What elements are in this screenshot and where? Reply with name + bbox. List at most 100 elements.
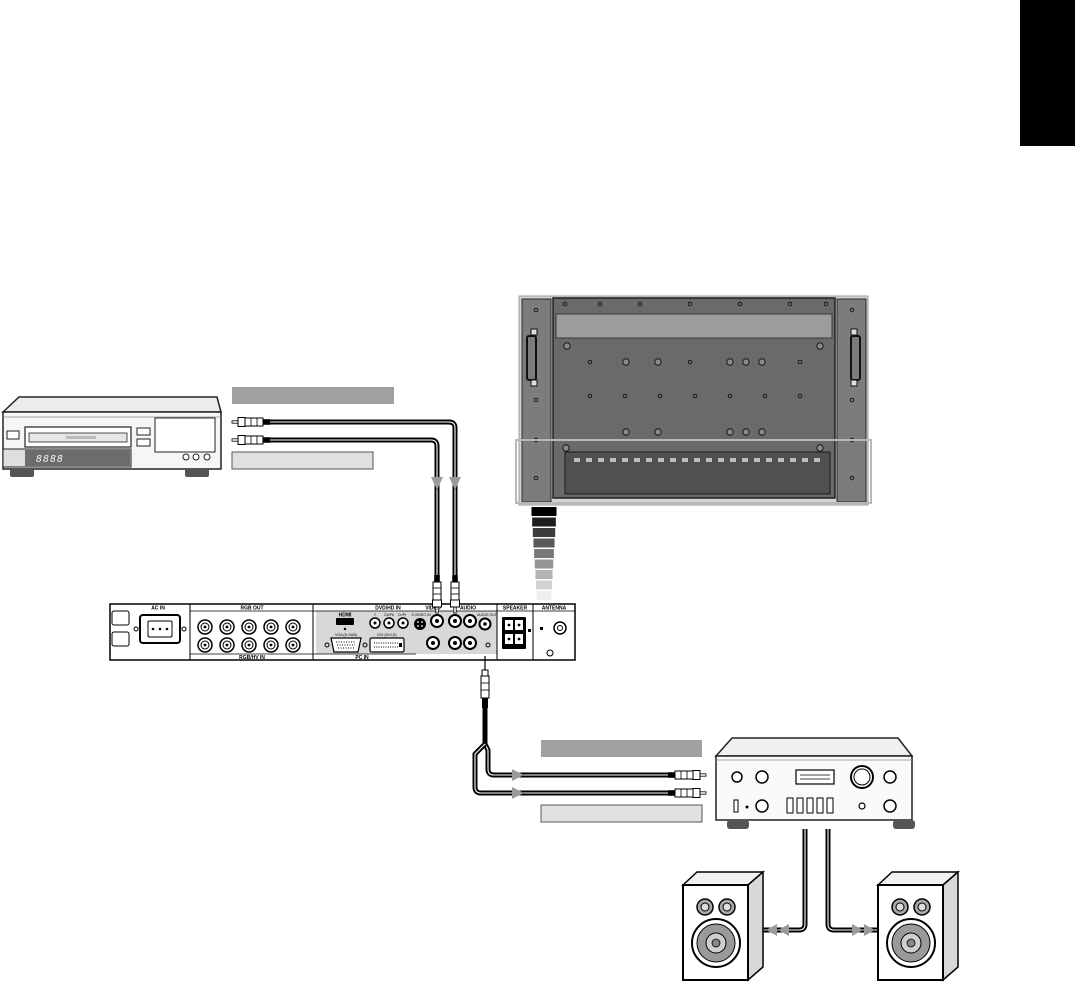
label-cr-pr: Cr/Pr — [398, 613, 407, 617]
mounting-hole — [562, 301, 568, 307]
arrow-left-icon — [778, 924, 789, 936]
vcr-button — [136, 438, 151, 447]
display-rear-view — [515, 295, 872, 506]
mounting-hole — [687, 301, 693, 307]
ac-inlet — [133, 614, 187, 644]
mounting-hole — [849, 475, 855, 481]
rca-plug — [667, 788, 707, 798]
mounting-hole — [762, 393, 768, 399]
bnc-connector — [241, 637, 257, 653]
amp-knob-small — [883, 770, 897, 784]
label-y: Y — [374, 613, 377, 617]
terminal-connector — [670, 458, 676, 462]
terminal-connector — [718, 458, 724, 462]
mounting-hole — [737, 301, 743, 307]
label-bar-lower — [540, 804, 703, 823]
cable-speaker-right — [825, 829, 878, 933]
audio-out-minijack — [478, 617, 492, 631]
cable-upper — [270, 419, 458, 577]
rca-plug — [667, 770, 707, 780]
mounting-hole — [787, 301, 793, 307]
mounting-hole — [654, 358, 662, 366]
vcr-audio-cables — [231, 417, 461, 614]
hdmi-port — [336, 618, 354, 625]
amp-knob-small — [755, 770, 769, 784]
mounting-hole — [823, 301, 829, 307]
terminal-connector — [634, 458, 640, 462]
mounting-hole — [727, 393, 733, 399]
label-audio-out: AUDIO OUT — [477, 613, 498, 617]
mounting-hole — [533, 397, 539, 403]
bnc-connector — [285, 637, 301, 653]
amplifier-front — [715, 755, 913, 821]
amp-button — [826, 797, 834, 814]
terminal-connector — [766, 458, 772, 462]
vcr: 8888 — [1, 396, 222, 477]
mounting-hole — [563, 342, 571, 350]
terminal-connector — [646, 458, 652, 462]
mounting-hole — [692, 393, 698, 399]
mounting-hole — [657, 393, 663, 399]
handle-right — [850, 328, 861, 387]
vcr-display — [25, 450, 130, 466]
speaker-terminals — [502, 617, 531, 649]
gradient-bar — [531, 507, 557, 516]
mounting-hole — [637, 301, 643, 307]
tweeter — [718, 898, 736, 916]
mounting-hole — [687, 359, 693, 365]
vcr-button-round — [182, 453, 190, 461]
amplifier-top — [714, 737, 914, 757]
vcr-top — [1, 396, 222, 413]
terminal-connector — [790, 458, 796, 462]
rca-plug — [231, 435, 271, 445]
mounting-hole — [587, 393, 593, 399]
gradient-bar — [536, 591, 552, 600]
amp-knob-small — [883, 799, 897, 813]
label-speaker: SPEAKER — [503, 606, 528, 612]
terminal-connector — [622, 458, 628, 462]
bnc-connector — [197, 637, 213, 653]
amp-button — [786, 797, 794, 814]
amp-power-switch — [733, 799, 739, 813]
terminal-connector — [610, 458, 616, 462]
amp-knob-tiny — [858, 802, 866, 810]
terminal-connector — [754, 458, 760, 462]
gradient-bar — [533, 538, 555, 548]
amp-knob-small — [731, 771, 743, 783]
vga-port — [324, 637, 368, 653]
arrow-left-icon — [766, 924, 777, 936]
mounting-hole — [816, 342, 824, 350]
gradient-bar — [534, 559, 554, 569]
terminal-connector — [682, 458, 688, 462]
bnc-pin — [247, 643, 251, 647]
bnc-connector — [241, 619, 257, 635]
bnc-pin — [291, 643, 295, 647]
indicator-dot — [343, 627, 347, 631]
mounting-hole — [797, 359, 803, 365]
bnc-connector — [263, 619, 279, 635]
rca-plug — [231, 417, 271, 427]
terminal-connector — [706, 458, 712, 462]
label-cb-pb: Cb/Pb — [384, 613, 394, 617]
display-terminal-connectors — [574, 458, 820, 462]
label-s-video-in: S-VIDEO IN — [411, 613, 431, 617]
gradient-bar — [535, 570, 553, 579]
mounting-hole — [758, 358, 766, 366]
bnc-pin — [269, 625, 273, 629]
vcr-display-text: 8888 — [36, 454, 64, 465]
bnc-connector — [285, 619, 301, 635]
gradient-bar — [532, 528, 556, 537]
terminal-connector — [730, 458, 736, 462]
amp-button — [796, 797, 804, 814]
woofer — [886, 918, 936, 968]
audio-in-jack-r — [463, 614, 477, 628]
amp-knob-small — [755, 799, 769, 813]
mounting-hole — [533, 307, 539, 313]
label-vga: VGA (D-SUB) — [335, 633, 357, 637]
label-pc-in: PC IN — [355, 655, 369, 661]
mini-plug — [480, 656, 490, 708]
label-bar-upper — [541, 740, 702, 757]
antenna-jack — [540, 621, 567, 657]
tweeter — [913, 898, 931, 916]
